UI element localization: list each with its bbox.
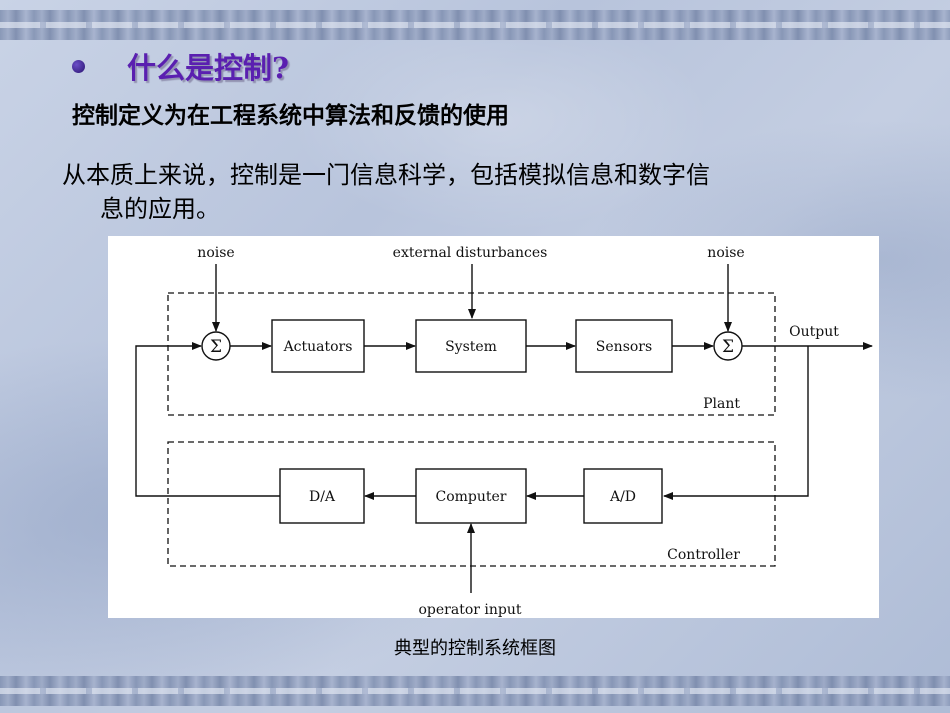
title-line: 什么是控制? — [72, 46, 289, 86]
diagram-caption: 典型的控制系统框图 — [394, 638, 556, 659]
plant-label: Plant — [703, 396, 740, 412]
computer-block — [415, 468, 527, 524]
computer-label: Computer — [436, 489, 507, 505]
paragraph-line-1: 从本质上来说，控制是一门信息科学，包括模拟信息和数字信 — [62, 161, 710, 189]
ad-label: A/D — [609, 489, 636, 505]
bottom-decor-strip — [0, 676, 950, 706]
output-label: Output — [789, 324, 839, 340]
da-to-sum-line — [135, 342, 280, 497]
da-label: D/A — [309, 489, 336, 505]
feedback-output-line — [663, 346, 809, 500]
external-disturbances-label: external disturbances — [393, 245, 548, 261]
da-block — [279, 468, 365, 524]
actuators-block — [271, 319, 365, 373]
controller-label: Controller — [667, 547, 740, 563]
diagram-svg: noise external disturbances noise Σ Σ Ac… — [135, 245, 873, 618]
paragraph: 从本质上来说，控制是一门信息科学，包括模拟信息和数字信 息的应用。 — [62, 158, 932, 226]
top-decor-strip — [0, 10, 950, 40]
actuators-label: Actuators — [283, 339, 353, 355]
noise-left-label: noise — [197, 245, 234, 261]
operator-input-label: operator input — [418, 602, 521, 618]
paragraph-line-2: 息的应用。 — [100, 195, 220, 223]
slide-title: 什么是控制? — [127, 51, 289, 85]
noise-right-label: noise — [707, 245, 744, 261]
sensors-label: Sensors — [596, 339, 652, 355]
system-label: System — [445, 339, 497, 355]
sensors-block — [575, 319, 673, 373]
definition-text: 控制定义为在工程系统中算法和反馈的使用 — [72, 103, 509, 129]
bullet-icon — [72, 59, 85, 73]
control-system-diagram: noise external disturbances noise Σ Σ Ac… — [108, 236, 879, 618]
sum-right-symbol: Σ — [722, 337, 734, 357]
sum-left-symbol: Σ — [210, 337, 222, 357]
